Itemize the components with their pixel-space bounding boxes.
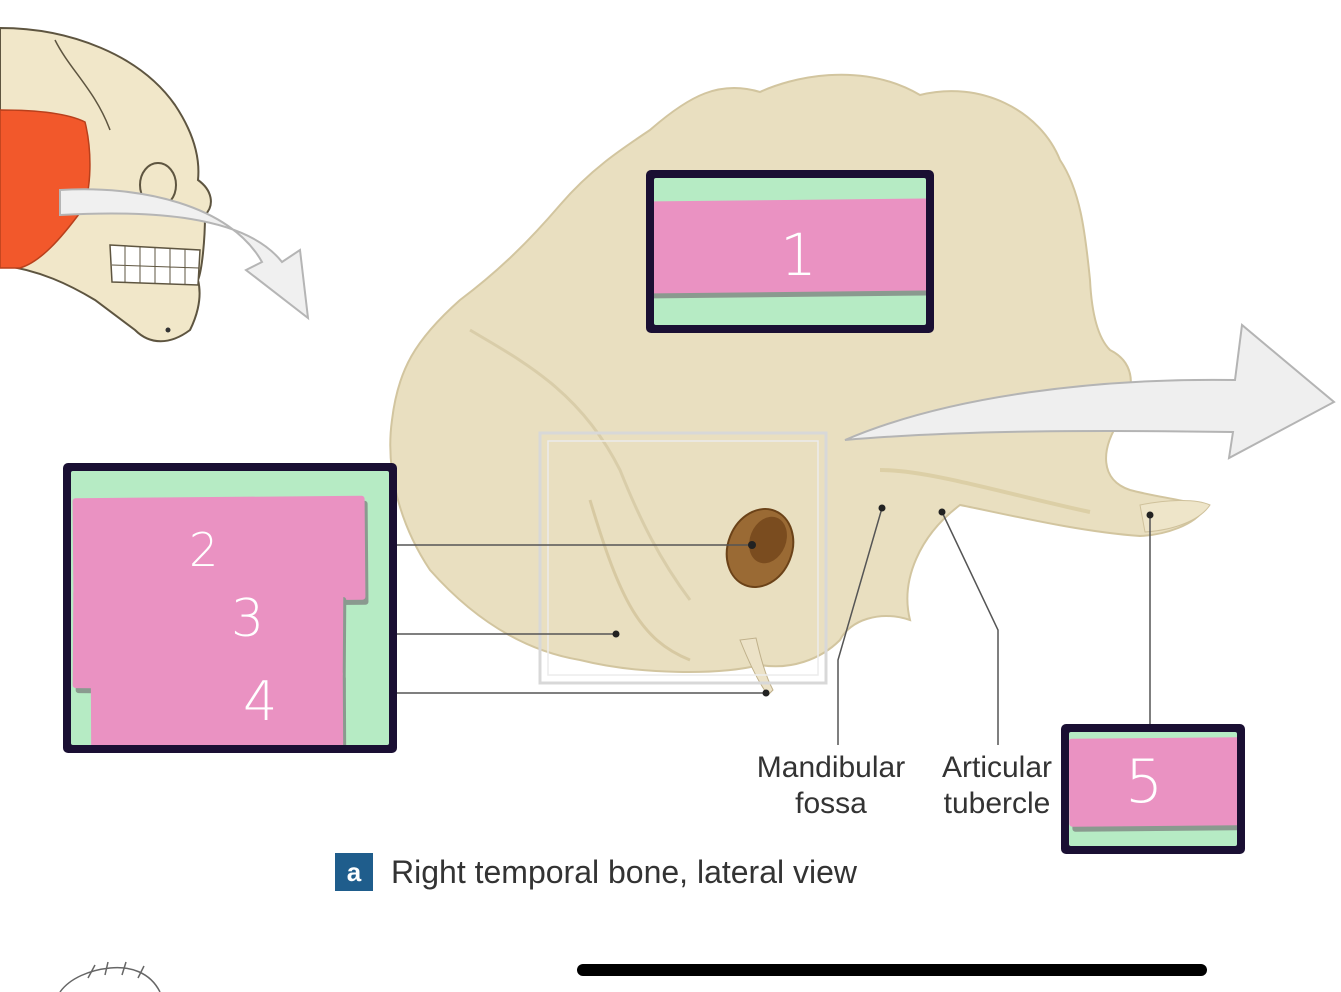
leader-points bbox=[612, 504, 1154, 697]
label-number-2: 2 bbox=[189, 523, 219, 577]
lower-figure-fragment bbox=[59, 961, 161, 992]
temporal-bone-shape bbox=[389, 73, 1211, 696]
label-box-5[interactable]: 5 bbox=[1061, 724, 1245, 854]
sticky-note-4 bbox=[90, 670, 344, 745]
label-number-4: 4 bbox=[243, 670, 278, 733]
sticky-note-2 bbox=[72, 495, 366, 603]
skull-thumbnail bbox=[0, 26, 212, 343]
label-box-2-3-4[interactable]: 2 3 4 bbox=[63, 463, 397, 753]
articular-tubercle-label: Articular tubercle bbox=[941, 751, 1053, 820]
skull-pointer-arrow bbox=[59, 188, 310, 321]
zoom-arrow bbox=[844, 323, 1336, 460]
mandibular-fossa-label: Mandibular fossa bbox=[756, 751, 906, 820]
figure-caption: a Right temporal bone, lateral view bbox=[335, 852, 857, 892]
leader-lines bbox=[335, 507, 1151, 745]
label-box-1[interactable]: 1 bbox=[646, 170, 934, 333]
inset-frame bbox=[538, 431, 828, 685]
label-number-5: 5 bbox=[1125, 747, 1164, 817]
home-indicator-bar[interactable] bbox=[577, 964, 1207, 976]
label-number-3: 3 bbox=[231, 589, 265, 649]
caption-badge: a bbox=[335, 853, 373, 891]
label-number-1: 1 bbox=[780, 221, 817, 289]
caption-text: Right temporal bone, lateral view bbox=[391, 853, 858, 890]
